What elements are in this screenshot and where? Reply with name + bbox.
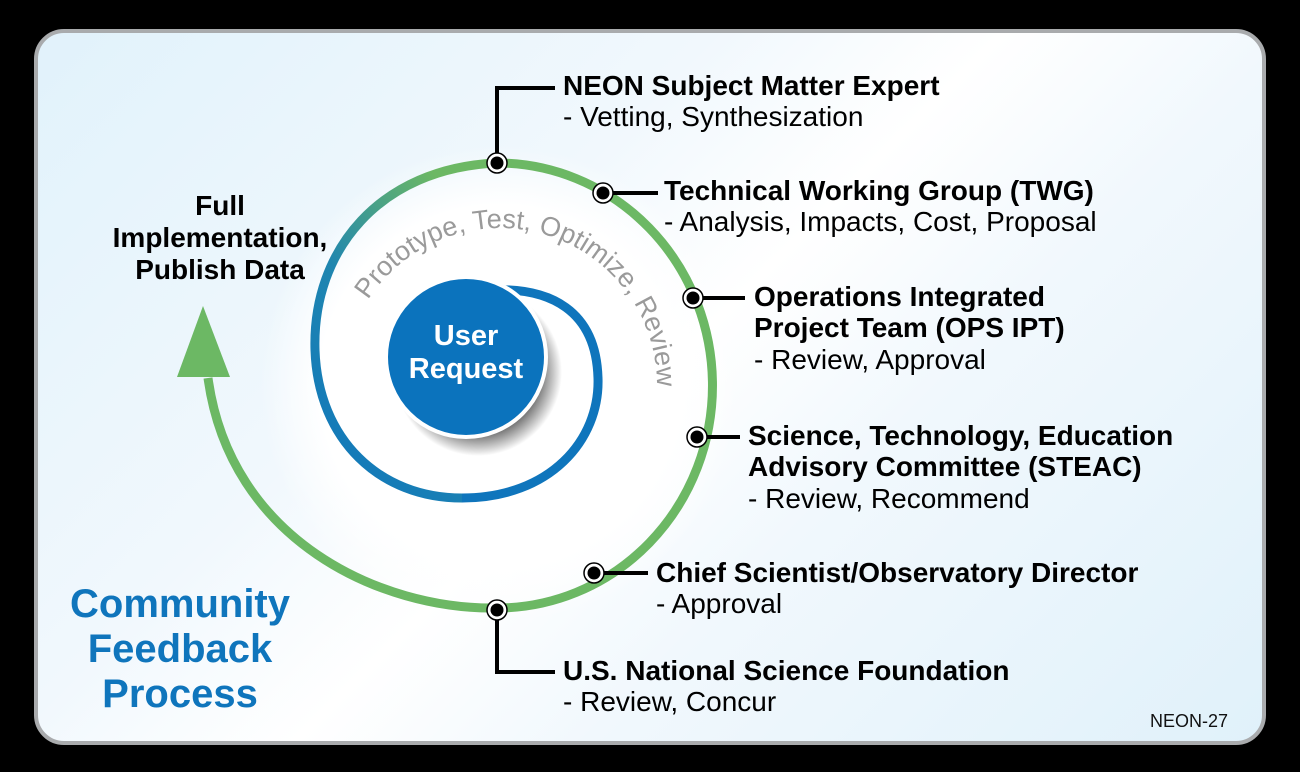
connector-nsf <box>495 610 555 674</box>
step-title-line2: Advisory Committee (STEAC) <box>748 451 1142 483</box>
inner-spiral-arc <box>461 285 603 503</box>
title-line2: Feedback <box>87 627 273 672</box>
spiral-left-arc <box>310 158 498 503</box>
step-director: Chief Scientist/Observatory Director - A… <box>656 557 1138 620</box>
outcome-line3: Publish Data <box>135 254 305 286</box>
title-line1: Community <box>70 582 290 626</box>
node-dot-icon <box>686 426 708 448</box>
step-nodes <box>486 152 708 621</box>
node-dot-icon <box>486 152 508 174</box>
user-request-line1: User <box>433 320 499 352</box>
step-ops-ipt: Operations Integrated Project Team (OPS … <box>754 281 1065 375</box>
outcome-arrow-stem <box>203 377 498 613</box>
step-title: Technical Working Group (TWG) <box>664 175 1094 206</box>
step-title-line1: Science, Technology, Education <box>748 420 1174 451</box>
step-detail: - Review, Approval <box>754 343 986 375</box>
step-detail: - Review, Recommend <box>748 482 1030 514</box>
step-detail: - Approval <box>656 588 783 620</box>
node-dot-icon <box>682 287 704 309</box>
figure-code: NEON-27 <box>1150 711 1229 731</box>
node-dot-icon <box>486 599 508 621</box>
step-title: Chief Scientist/Observatory Director <box>656 557 1139 588</box>
user-request-label: User Request <box>386 320 546 387</box>
step-title: NEON Subject Matter Expert <box>563 70 940 101</box>
step-detail: - Review, Concur <box>563 686 777 718</box>
title-line3: Process <box>102 672 258 717</box>
up-arrow-icon <box>177 306 230 377</box>
step-detail: - Vetting, Synthesization <box>563 101 864 133</box>
node-dot-icon <box>592 182 614 204</box>
outcome-line1: Full <box>195 190 245 221</box>
user-request-node <box>384 275 548 439</box>
step-title-line2: Project Team (OPS IPT) <box>754 312 1065 344</box>
step-nsf: U.S. National Science Foundation - Revie… <box>563 655 1010 718</box>
outcome-line2: Implementation, <box>112 222 328 254</box>
connector-sme <box>495 86 555 163</box>
step-title: U.S. National Science Foundation <box>563 655 1010 686</box>
step-steac: Science, Technology, Education Advisory … <box>748 420 1173 514</box>
outcome-label: Full Implementation, Publish Data <box>70 190 370 287</box>
step-title-line1: Operations Integrated <box>754 281 1045 312</box>
step-sme: NEON Subject Matter Expert - Vetting, Sy… <box>563 70 940 133</box>
node-dot-icon <box>583 562 605 584</box>
diagram-title: Community Feedback Process <box>40 582 320 718</box>
step-twg: Technical Working Group (TWG) - Analysis… <box>664 175 1097 238</box>
user-request-line2: Request <box>408 353 524 386</box>
step-detail: - Analysis, Impacts, Cost, Proposal <box>664 206 1097 238</box>
